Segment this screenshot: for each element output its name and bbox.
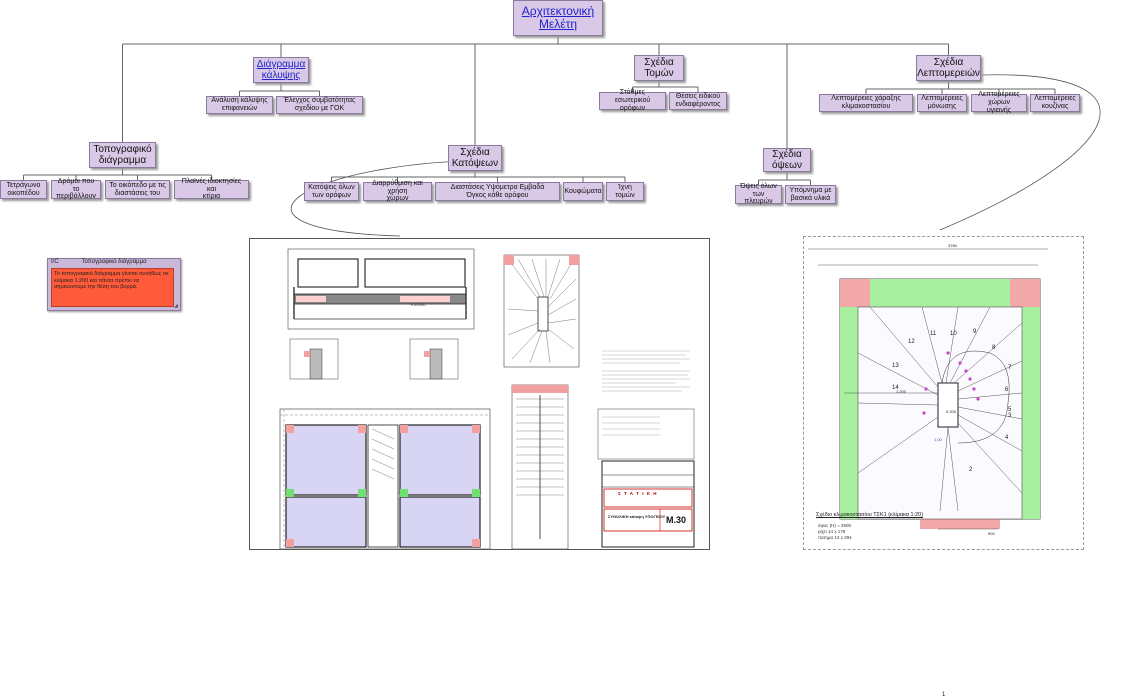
branch-floorplan-drawings[interactable]: Σχέδια Κατόψεων bbox=[448, 145, 502, 171]
leaf-label: Ανάλυση κάλυψης επιφανειών bbox=[211, 97, 268, 112]
note-header: I/C Τοπογραφικό διάγραμμα bbox=[48, 259, 180, 267]
leaf-label: Όψεις όλων των πλευρών bbox=[740, 182, 777, 206]
leaf-label: Κατόψεις όλων των ορόφων bbox=[308, 183, 355, 199]
leaf-label: Θέσεις ειδικού ενδιαφέροντος bbox=[675, 93, 721, 108]
connector-lines bbox=[23, 36, 1101, 237]
step-number-7: 7 bbox=[1008, 365, 1012, 371]
step-number-9: 9 bbox=[973, 329, 977, 335]
staircase-caption: Σχέδιο κλιμακοστασίου ΤΣΚ1 (κλίμακα 1:20… bbox=[816, 512, 924, 518]
leaf-all-elevations[interactable]: Όψεις όλων των πλευρών bbox=[735, 182, 782, 206]
leaf-coverage-analysis[interactable]: Ανάλυση κάλυψης επιφανειών bbox=[206, 96, 273, 114]
staircase-drawing-image: 1 2 3 4 5 6 7 8 9 10 11 12 13 14 3760 0.… bbox=[803, 236, 1084, 698]
leaf-plot-dimensions[interactable]: Το οικόπεδο με τις διαστάσεις του bbox=[105, 180, 170, 199]
step-number-1: 1 bbox=[942, 692, 946, 698]
staircase-drawing-graphic bbox=[808, 248, 1048, 530]
leaf-label: Λεπτομέρειες χώρων υγιεινής bbox=[978, 91, 1020, 114]
leaf-dimensions-areas[interactable]: Διαστάσεις Υψόμετρα Εμβαδά Όγκος κάθε ορ… bbox=[435, 182, 560, 201]
leaf-label: Έλεγχος συμβατότητας σχεδίου με ΓΟΚ bbox=[283, 97, 356, 112]
leaf-surrounding-roads[interactable]: Δρόμοι που το περιβάλλουν bbox=[51, 177, 101, 201]
note-title: Τοπογραφικό διάγραμμα bbox=[81, 259, 147, 265]
leaf-materials-legend[interactable]: Υπόμνημα με βασικά υλικά bbox=[785, 185, 836, 204]
plan-room-label: ΥΠΟΓΕΙΟ bbox=[410, 303, 426, 307]
step-number-6: 6 bbox=[1005, 387, 1009, 393]
step-number-11: 11 bbox=[930, 331, 937, 337]
floorplan-drawing-graphic bbox=[279, 248, 695, 550]
leaf-label: Κουφώματα bbox=[564, 187, 602, 195]
leaf-kitchen-details[interactable]: Λεπτομέρειες κουζίνας bbox=[1030, 94, 1080, 112]
root-node-architectural-study[interactable]: Αρχιτεκτονική Μελέτη bbox=[513, 0, 603, 36]
leaf-space-layout[interactable]: Διαρρύθμιση και χρήση χώρων bbox=[363, 179, 432, 203]
branch-coverage-label[interactable]: Διάγραμμα κάλυψης bbox=[256, 59, 306, 81]
leaf-label: Λεπτομέρειες μόνωσης bbox=[921, 95, 963, 110]
leaf-points-of-interest[interactable]: Θέσεις ειδικού ενδιαφέροντος bbox=[669, 92, 727, 110]
top-dimension: 3760 bbox=[948, 243, 957, 248]
bottom-dimension: 900 bbox=[988, 531, 995, 536]
floorplan-drawing-image: ΥΠΟΓΕΙΟ Σ Τ Α Τ Ι Κ Η ΣΥΝΟΛΙΚΗ κάτοψη ΥΠ… bbox=[249, 238, 710, 550]
leaf-all-floor-plans[interactable]: Κατόψεις όλων των ορόφων bbox=[304, 182, 359, 201]
branch-topo-label: Τοπογραφικό διάγραμμα bbox=[93, 144, 152, 166]
step-number-8: 8 bbox=[992, 345, 996, 351]
branch-sections-label: Σχέδια Τομών bbox=[644, 57, 674, 79]
center-dimension: 0.200 bbox=[946, 409, 957, 414]
center-label: 1,00 bbox=[934, 437, 942, 442]
link-curve bbox=[290, 159, 504, 237]
leaf-insulation-details[interactable]: Λεπτομέρειες μόνωσης bbox=[917, 94, 967, 112]
spec-line-riser: ρίχτι 14 x 178 bbox=[818, 528, 846, 534]
step-number-10: 10 bbox=[950, 331, 957, 337]
branch-elevations-label: Σχέδια όψεων bbox=[772, 149, 802, 171]
leaf-bathroom-details[interactable]: Λεπτομέρειες χώρων υγιεινής bbox=[971, 91, 1027, 114]
leaf-label: Διαρρύθμιση και χρήση χώρων bbox=[372, 179, 423, 203]
topographic-note-card[interactable]: I/C Τοπογραφικό διάγραμμα Το τοπογραφικό… bbox=[47, 258, 181, 311]
spec-line-height: ύψος (H) = 2500 bbox=[818, 523, 851, 528]
leaf-label: Λεπτομέρειες χάραξης κλιμακοστασίου bbox=[831, 95, 901, 110]
branch-topographic-diagram[interactable]: Τοπογραφικό διάγραμμα bbox=[89, 142, 156, 168]
leaf-label: Υπόμνημα με βασικά υλικά bbox=[789, 186, 832, 202]
leaf-label: Στάθμες εσωτερικού ορόφων bbox=[614, 89, 651, 112]
branch-floorplans-label: Σχέδια Κατόψεων bbox=[451, 147, 499, 169]
branch-details-label: Σχέδια Λεπτομερειών bbox=[917, 57, 980, 79]
leaf-staircase-details[interactable]: Λεπτομέρειες χάραξης κλιμακοστασίου bbox=[819, 94, 913, 112]
sheet-code: M.30 bbox=[666, 515, 687, 525]
step-number-5: 5 bbox=[1008, 407, 1012, 413]
leaf-openings[interactable]: Κουφώματα bbox=[563, 182, 603, 201]
leaf-section-traces[interactable]: Ίχνη τομών bbox=[606, 182, 644, 201]
leaf-compliance-check[interactable]: Έλεγχος συμβατότητας σχεδίου με ΓΟΚ bbox=[276, 96, 363, 114]
leaf-label: Ίχνη τομών bbox=[615, 183, 635, 199]
leaf-label: Πλαϊνές ιδιοκτησίες και κτίρια bbox=[181, 177, 242, 201]
branch-elevation-drawings[interactable]: Σχέδια όψεων bbox=[763, 148, 811, 172]
leaf-label: Λεπτομέρειες κουζίνας bbox=[1034, 95, 1076, 110]
mindmap-canvas: Αρχιτεκτονική Μελέτη Διάγραμμα κάλυψης Σ… bbox=[0, 0, 1101, 698]
note-text[interactable]: Το τοπογραφικό διάγραμμα γίνεται συνήθως… bbox=[51, 268, 174, 307]
staircase-spec: ύψος (H) = 2500 ρίχτι 14 x 178 πατημα 13… bbox=[818, 523, 852, 541]
leaf-neighboring-properties[interactable]: Πλαϊνές ιδιοκτησίες και κτίρια bbox=[174, 177, 249, 201]
link-curve bbox=[939, 74, 1101, 231]
title-block-title: Σ Τ Α Τ Ι Κ Η bbox=[618, 491, 658, 496]
leaf-floor-levels[interactable]: Στάθμες εσωτερικού ορόφων bbox=[599, 89, 666, 112]
root-node-label[interactable]: Αρχιτεκτονική Μελέτη bbox=[521, 3, 595, 31]
leaf-label: Δρόμοι που το περιβάλλουν bbox=[56, 177, 96, 201]
step-number-2: 2 bbox=[969, 467, 973, 473]
note-index: I/C bbox=[51, 259, 59, 265]
step-number-3: 3 bbox=[1008, 413, 1012, 419]
leaf-label: Διαστάσεις Υψόμετρα Εμβαδά Όγκος κάθε ορ… bbox=[450, 183, 545, 199]
leaf-label: Τετράγωνο οικοπέδου bbox=[6, 181, 41, 197]
leaf-label: Το οικόπεδο με τις διαστάσεις του bbox=[109, 181, 166, 197]
step-number-14: 14 bbox=[892, 385, 899, 391]
step-number-4: 4 bbox=[1005, 435, 1009, 441]
branch-detail-drawings[interactable]: Σχέδια Λεπτομερειών bbox=[916, 55, 981, 81]
spec-line-tread: πατημα 13 x 294 bbox=[818, 534, 852, 540]
branch-coverage-diagram[interactable]: Διάγραμμα κάλυψης bbox=[253, 57, 309, 83]
resize-grip-icon[interactable]: ◢ bbox=[174, 303, 178, 309]
step-number-12: 12 bbox=[908, 339, 915, 345]
leaf-plot-block[interactable]: Τετράγωνο οικοπέδου bbox=[0, 180, 47, 199]
branch-section-drawings[interactable]: Σχέδια Τομών bbox=[634, 55, 684, 81]
step-number-13: 13 bbox=[892, 363, 899, 369]
left-dimension: 1.200 bbox=[896, 389, 907, 394]
title-block-subtitle: ΣΥΝΟΛΙΚΗ κάτοψη ΥΠΟΓΕΙΟΥ bbox=[608, 514, 666, 519]
